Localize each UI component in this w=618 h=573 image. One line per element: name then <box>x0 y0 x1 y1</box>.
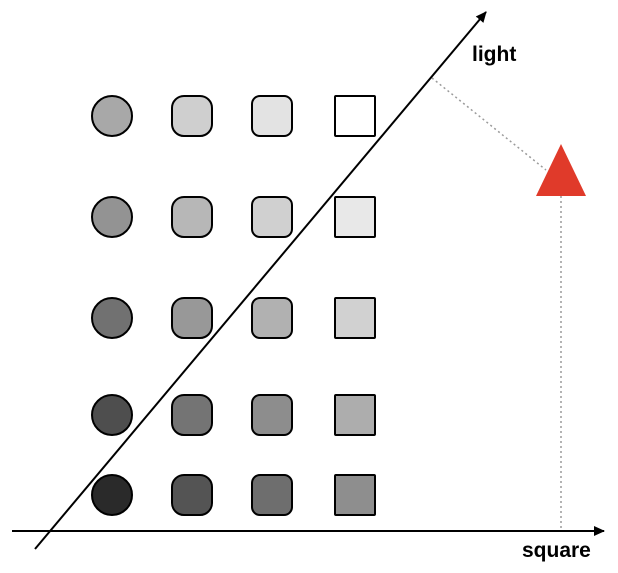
red-triangle-marker <box>536 144 586 196</box>
grid-shape-r1-c3-slightly-rounded-square <box>251 95 293 137</box>
grid-shape-r5-c4-square <box>334 474 376 516</box>
grid-shape-r5-c2-rounded-square <box>171 474 213 516</box>
grid-shape-r3-c3-slightly-rounded-square <box>251 297 293 339</box>
grid-shape-r1-c2-rounded-square <box>171 95 213 137</box>
grid-shape-r4-c4-square <box>334 394 376 436</box>
projection-to-light-axis <box>431 77 547 171</box>
light-axis <box>34 11 487 550</box>
grid-shape-r2-c1-circle <box>91 196 133 238</box>
grid-shape-r5-c1-circle <box>91 474 133 516</box>
grid-shape-r3-c1-circle <box>91 297 133 339</box>
grid-shape-r1-c1-circle <box>91 95 133 137</box>
grid-shape-r4-c1-circle <box>91 394 133 436</box>
light-axis-label: light <box>472 43 516 66</box>
shape-grid <box>91 95 376 516</box>
grid-shape-r2-c3-slightly-rounded-square <box>251 196 293 238</box>
grid-shape-r4-c3-slightly-rounded-square <box>251 394 293 436</box>
square-axis-label: square <box>522 539 591 562</box>
grid-shape-r4-c2-rounded-square <box>171 394 213 436</box>
grid-shape-r2-c4-square <box>334 196 376 238</box>
grid-shape-r3-c4-square <box>334 297 376 339</box>
grid-shape-r5-c3-slightly-rounded-square <box>251 474 293 516</box>
grid-shape-r3-c2-rounded-square <box>171 297 213 339</box>
grid-shape-r1-c4-square <box>334 95 376 137</box>
grid-shape-r2-c2-rounded-square <box>171 196 213 238</box>
